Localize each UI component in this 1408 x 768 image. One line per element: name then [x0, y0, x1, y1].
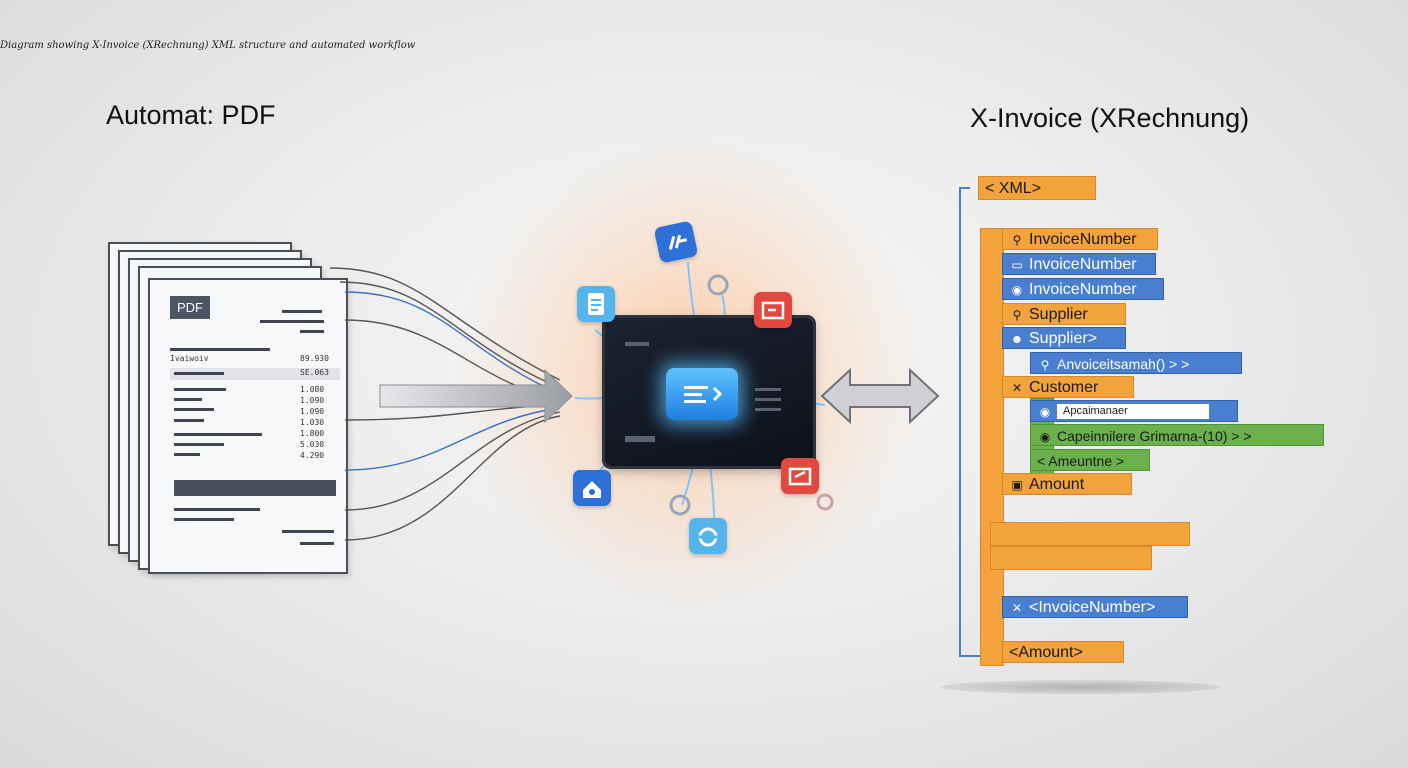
doc-line [174, 453, 200, 456]
doc-line [174, 372, 224, 375]
comment-icon: ▭ [1011, 258, 1023, 272]
xml-empty-block [990, 522, 1190, 546]
doc-row-label: Ivaiwoiv [170, 354, 209, 363]
right-title: X-Invoice (XRechnung) [970, 103, 1250, 133]
doc-row-value: 1.090 [300, 407, 325, 416]
xml-tag-label: Supplier> [1029, 330, 1098, 347]
doc-line [174, 443, 224, 446]
chip-trace [625, 342, 649, 346]
doc-row-value: 1.800 [300, 429, 325, 438]
xml-tag: ☻ Supplier> [1002, 327, 1126, 349]
doc-line [282, 530, 334, 533]
doc-line [174, 398, 202, 401]
doc-line [300, 330, 324, 333]
xml-tag: ▣ Amount [1002, 473, 1132, 495]
xml-tag: < Ameuntne > [1030, 449, 1150, 471]
xml-tag-label: <Amount> [1009, 644, 1083, 661]
box-icon: ▣ [1011, 478, 1023, 492]
xml-tag-label: < Ameuntne > [1037, 453, 1125, 469]
chip-trace [755, 398, 781, 401]
doc-line [300, 542, 334, 545]
edit-app-icon [781, 458, 819, 494]
link-icon: ⚲ [1040, 358, 1050, 372]
tools-icon: ✕ [1011, 381, 1023, 395]
doc-line [170, 348, 270, 351]
left-title: Automat: PDF [106, 100, 276, 130]
arrow-right [379, 368, 573, 424]
chip-trace [755, 388, 781, 391]
edit-app-icon [754, 292, 792, 328]
xml-tag-label: InvoiceNumber [1029, 281, 1137, 298]
doc-row-value: 1.030 [300, 418, 325, 427]
doc-row-value: 1.080 [300, 385, 325, 394]
doc-line [174, 388, 226, 391]
doc-total-band [174, 480, 336, 496]
chip-trace [755, 408, 781, 411]
xml-tag-label: Apcaimanaer [1057, 404, 1209, 420]
xml-tag-label: Amount [1029, 476, 1085, 493]
xml-tag: <Amount> [1002, 641, 1124, 663]
document-app-icon [577, 286, 615, 322]
pdf-wires [329, 267, 561, 541]
xml-tag: ◉ Apcaimanaer [1030, 400, 1238, 422]
chart-app-icon [653, 220, 699, 264]
doc-line [282, 310, 322, 313]
sync-app-icon [689, 518, 727, 554]
tools-icon: ✕ [1011, 601, 1023, 615]
eye-icon: ◉ [1011, 283, 1023, 297]
xml-tag-label: Customer [1029, 379, 1099, 396]
xml-tag: ⚲ InvoiceNumber [1002, 228, 1158, 250]
doc-line [260, 320, 324, 323]
doc-highlight-row [170, 368, 340, 380]
doc-line [174, 518, 234, 521]
xml-empty-block [990, 546, 1152, 570]
diagram-caption: Diagram showing X-Invoice (XRechnung) XM… [0, 40, 416, 51]
xml-tag-label: <InvoiceNumber> [1029, 599, 1156, 616]
double-arrow [820, 367, 940, 425]
xml-tag-label: Supplier [1029, 306, 1088, 323]
link-icon: ⚲ [1012, 233, 1022, 247]
pdf-document: PDF Ivaiwoiv 89.930 SE.063 1.080 1.090 1… [148, 278, 348, 574]
xml-bracket [959, 187, 980, 657]
node-ring [816, 493, 834, 511]
doc-row-value: SE.063 [300, 368, 329, 377]
xml-tag: ◉ Capeinnilere Grimarna-(10) > > [1030, 424, 1324, 446]
xml-tag-label: InvoiceNumber [1029, 256, 1137, 273]
doc-row-value: 5.030 [300, 440, 325, 449]
xml-tree-spine [980, 228, 1004, 666]
xml-tag-label: InvoiceNumber [1029, 231, 1137, 248]
xml-shadow [940, 680, 1220, 694]
xml-tag-label: Capeinnilere Grimarna-(10) > > [1057, 428, 1252, 444]
xml-tag: ✕ <InvoiceNumber> [1002, 596, 1188, 618]
eye-icon: ◉ [1039, 430, 1051, 444]
xml-tag: ⚲ Anvoiceitsamah() > > [1030, 352, 1242, 374]
xml-root-tag: < XML> [978, 176, 1096, 200]
xml-tag-label: Anvoiceitsamah() > > [1057, 356, 1190, 372]
xml-tag: ▭ InvoiceNumber [1002, 253, 1156, 275]
node-ring [669, 494, 691, 516]
doc-line [174, 433, 262, 436]
doc-row-value: 4.290 [300, 451, 325, 460]
home-app-icon [573, 470, 611, 506]
document-core-icon [666, 368, 738, 420]
doc-line [174, 408, 214, 411]
eye-icon: ◉ [1039, 405, 1051, 419]
xml-tag: ◉ InvoiceNumber [1002, 278, 1164, 300]
users-icon: ☻ [1010, 332, 1024, 346]
xml-tag: ✕ Customer [1002, 376, 1134, 398]
doc-line [174, 419, 204, 422]
doc-row-value: 1.090 [300, 396, 325, 405]
doc-row-value: 89.930 [300, 354, 329, 363]
link-icon: ⚲ [1012, 308, 1022, 322]
doc-line [174, 508, 260, 511]
pdf-label: PDF [170, 296, 210, 319]
chip-trace [625, 436, 655, 442]
node-ring [707, 274, 729, 296]
xml-tag: ⚲ Supplier [1002, 303, 1126, 325]
